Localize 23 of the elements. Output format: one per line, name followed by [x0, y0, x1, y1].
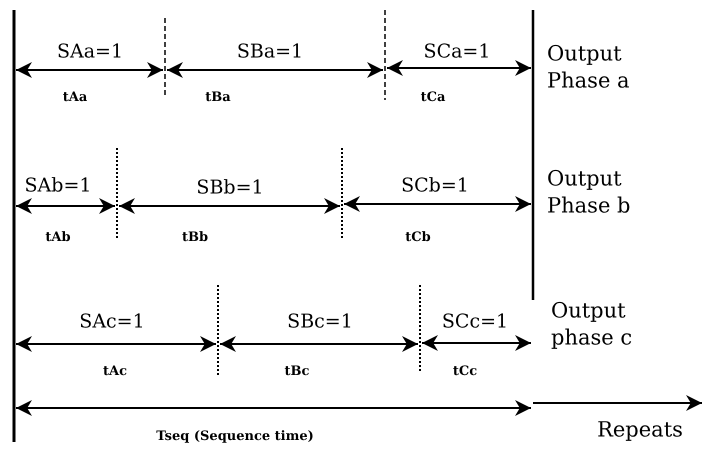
- output-phase-label: Output Phase a: [547, 40, 631, 95]
- sequence-time-label: Tseq (Sequence time): [156, 430, 314, 444]
- state-label: SCb=1: [401, 176, 469, 196]
- time-label: tCb: [405, 230, 431, 246]
- output-phase-label: Output Phase b: [547, 166, 632, 220]
- state-label: SBb=1: [196, 178, 264, 198]
- time-label: tCc: [452, 364, 478, 380]
- state-label: SAa=1: [56, 42, 124, 62]
- repeats-label: Repeats: [597, 418, 683, 442]
- time-label: tBc: [284, 364, 310, 380]
- time-label: tBa: [205, 90, 231, 106]
- state-label: SAb=1: [24, 176, 92, 196]
- state-label: SCa=1: [424, 42, 490, 62]
- output-phase-label: Output phase c: [551, 298, 634, 352]
- time-label: tCa: [420, 90, 446, 106]
- time-label: tAa: [62, 90, 88, 106]
- state-label: SBa=1: [236, 42, 304, 62]
- time-label: tBb: [182, 230, 208, 246]
- time-label: tAc: [103, 364, 127, 380]
- time-label: tAb: [45, 230, 71, 246]
- state-label: SAc=1: [79, 312, 145, 332]
- state-label: SCc=1: [442, 312, 508, 332]
- state-label: SBc=1: [287, 312, 353, 332]
